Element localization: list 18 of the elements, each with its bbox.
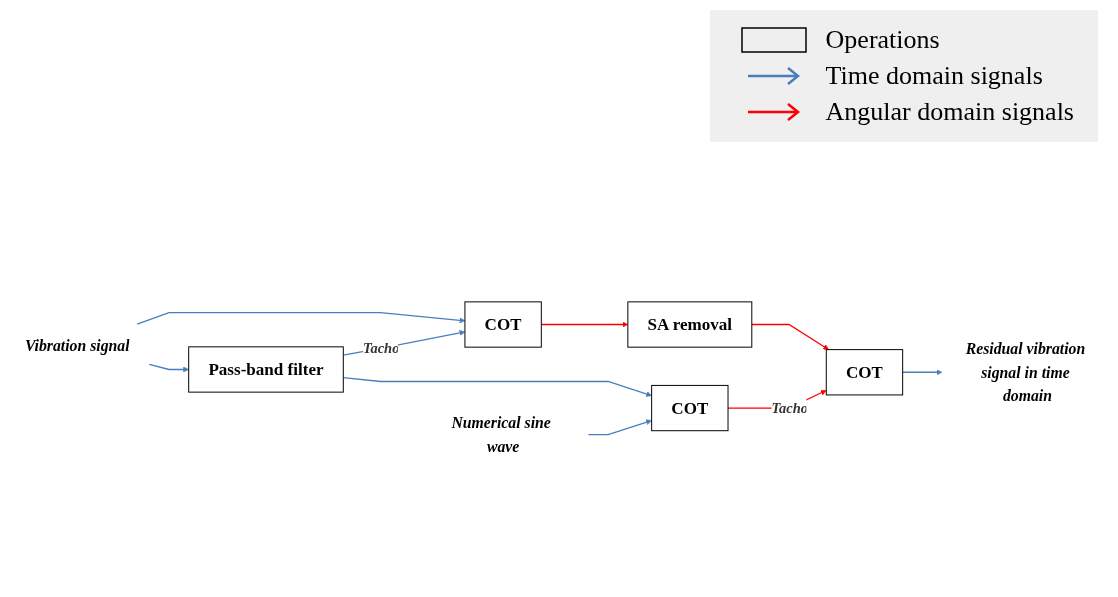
node-text: Numerical sine wave: [451, 414, 551, 455]
node-box: COT: [651, 384, 729, 432]
node-box: Pass-band filter: [188, 346, 344, 393]
arrow: [902, 369, 943, 376]
arrow: [540, 321, 629, 328]
legend-label: Time domain signals: [825, 61, 1043, 91]
legend-label: Operations: [825, 25, 940, 55]
legend-label: Angular domain signals: [825, 97, 1074, 127]
node-text: Vibration signal: [24, 337, 130, 355]
node-box: COT: [825, 349, 904, 396]
node-box: COT: [464, 301, 542, 348]
arrow: [342, 376, 652, 397]
arrow: [148, 363, 189, 373]
node-box: SA removal: [627, 301, 753, 348]
arrow: [751, 323, 829, 350]
arrow: [587, 419, 652, 436]
node-text: Residual vibration signal in time domain: [965, 340, 1086, 405]
arrow: [136, 311, 466, 325]
